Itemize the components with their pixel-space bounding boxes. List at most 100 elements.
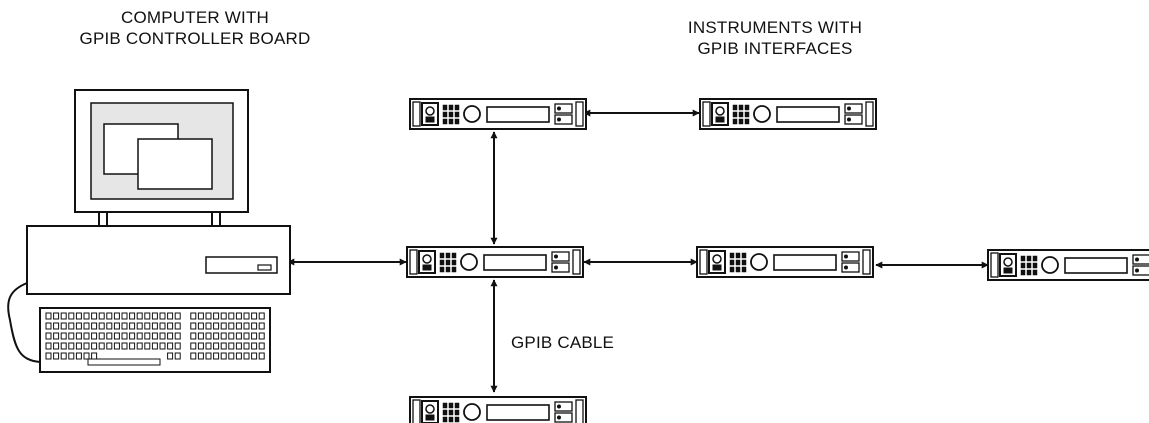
keypad-button bbox=[738, 118, 744, 125]
rack-handle-left bbox=[412, 101, 421, 127]
keyboard-key bbox=[228, 312, 235, 320]
rack-handle-right bbox=[865, 101, 874, 127]
keypad-button bbox=[738, 111, 744, 118]
keyboard-key bbox=[75, 342, 82, 350]
rack-handle-left bbox=[409, 249, 418, 275]
keypad-button bbox=[454, 402, 460, 409]
keypad-button bbox=[445, 259, 451, 266]
keyboard-key bbox=[228, 352, 235, 360]
keyboard-key bbox=[144, 332, 151, 340]
computer-label: COMPUTER WITH GPIB CONTROLLER BOARD bbox=[55, 7, 335, 49]
rack-handle-right bbox=[575, 399, 584, 423]
keyboard-key bbox=[91, 352, 98, 360]
rotary-knob bbox=[463, 105, 481, 123]
keyboard-key bbox=[83, 312, 90, 320]
keypad-button bbox=[451, 266, 457, 273]
connector-pin bbox=[557, 117, 561, 122]
keyboard-key bbox=[113, 322, 120, 330]
keypad-button bbox=[454, 111, 460, 118]
rotary-knob bbox=[463, 403, 481, 421]
keypad-button bbox=[1020, 255, 1026, 262]
keypad-button bbox=[442, 409, 448, 416]
keypad-button bbox=[439, 259, 445, 266]
keypad-button bbox=[732, 111, 738, 118]
keyboard-key bbox=[174, 352, 181, 360]
monitor-stand-right bbox=[211, 211, 221, 227]
keyboard-key bbox=[197, 322, 204, 330]
keyboard-key bbox=[98, 312, 105, 320]
meter-dial bbox=[425, 106, 435, 116]
keypad-button bbox=[735, 259, 741, 266]
keypad-button bbox=[1026, 262, 1032, 269]
keyboard-key bbox=[136, 342, 143, 350]
keyboard-key bbox=[258, 352, 265, 360]
keypad-button bbox=[448, 409, 454, 416]
keypad-button bbox=[744, 104, 750, 111]
instrument-bottom bbox=[409, 396, 587, 423]
keyboard-key bbox=[243, 342, 250, 350]
keyboard-key bbox=[167, 342, 174, 350]
keypad-button bbox=[741, 259, 747, 266]
monitor-stand-left bbox=[98, 211, 108, 227]
keyboard-key bbox=[159, 322, 166, 330]
keypad-button bbox=[442, 402, 448, 409]
keyboard-key bbox=[220, 342, 227, 350]
keyboard-key bbox=[68, 312, 75, 320]
keypad-button bbox=[729, 266, 735, 273]
connector-pin bbox=[557, 415, 561, 420]
meter-dial bbox=[1003, 257, 1013, 267]
keyboard-key bbox=[159, 312, 166, 320]
keyboard-key bbox=[213, 332, 220, 340]
keyboard-key bbox=[45, 322, 52, 330]
connector-pin bbox=[847, 106, 851, 111]
keyboard-key bbox=[129, 312, 136, 320]
keypad-button bbox=[451, 259, 457, 266]
keyboard-key bbox=[136, 312, 143, 320]
keyboard-key bbox=[205, 352, 212, 360]
meter-dial bbox=[712, 254, 722, 264]
rack-handle-left bbox=[412, 399, 421, 423]
keyboard-key bbox=[190, 342, 197, 350]
power-switch bbox=[1003, 267, 1013, 274]
connector-lower bbox=[844, 114, 863, 125]
keyboard-key bbox=[91, 332, 98, 340]
keyboard-key bbox=[129, 342, 136, 350]
keypad-button bbox=[448, 402, 454, 409]
keyboard-key bbox=[144, 312, 151, 320]
instruments-label: INSTRUMENTS WITH GPIB INTERFACES bbox=[660, 17, 890, 59]
keypad-button bbox=[439, 266, 445, 273]
keyboard-key bbox=[197, 332, 204, 340]
keyboard-key bbox=[151, 312, 158, 320]
keyboard-key bbox=[121, 322, 128, 330]
keypad-button bbox=[445, 266, 451, 273]
keyboard-key bbox=[174, 322, 181, 330]
power-switch bbox=[425, 414, 435, 421]
keyboard-key bbox=[190, 352, 197, 360]
keyboard-key bbox=[213, 342, 220, 350]
keyboard-key bbox=[243, 332, 250, 340]
keypad-button bbox=[741, 266, 747, 273]
keyboard-key bbox=[106, 332, 113, 340]
keyboard-key bbox=[121, 312, 128, 320]
keypad-button bbox=[442, 104, 448, 111]
keypad-button bbox=[448, 104, 454, 111]
connector-pin bbox=[554, 254, 558, 259]
keyboard-key bbox=[220, 332, 227, 340]
computer-with-gpib-board bbox=[7, 89, 291, 373]
connector-pin bbox=[1135, 257, 1139, 262]
keyboard-key bbox=[91, 322, 98, 330]
keyboard-key bbox=[75, 312, 82, 320]
keypad-button bbox=[1032, 262, 1038, 269]
keypad-button bbox=[448, 111, 454, 118]
front-display bbox=[1064, 257, 1128, 274]
keyboard-key bbox=[60, 352, 67, 360]
meter-dial bbox=[425, 404, 435, 414]
keyboard-key bbox=[60, 312, 67, 320]
keyboard-key bbox=[136, 332, 143, 340]
keyboard-key bbox=[235, 352, 242, 360]
keyboard-key bbox=[243, 322, 250, 330]
keypad-button bbox=[738, 104, 744, 111]
keyboard-keys bbox=[45, 312, 265, 366]
connector-pin bbox=[554, 265, 558, 270]
keyboard-key bbox=[53, 352, 60, 360]
